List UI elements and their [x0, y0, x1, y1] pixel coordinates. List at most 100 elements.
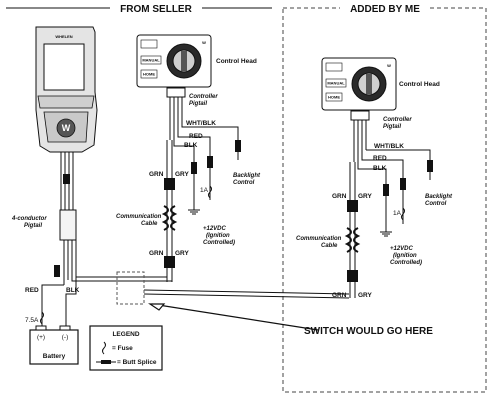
header-from-seller-text: FROM SELLER	[120, 4, 192, 15]
harness-butt-splice	[63, 174, 70, 184]
ch2-backlight-butt-splice	[427, 160, 433, 172]
pigtail-line-2: Pigtail	[24, 223, 42, 229]
control-head-1-home-button	[140, 69, 158, 79]
ch1-ign-line-2: (Ignition	[206, 233, 230, 239]
cable-2-label: Communication Cable	[296, 236, 343, 249]
ch1-blk-label: BLK	[184, 142, 198, 149]
ch2-fuse-icon	[401, 207, 405, 221]
legend-fuse-icon	[102, 341, 106, 355]
ch2-backlight-line-1: Backlight	[425, 194, 453, 200]
cable-1-gry-upper: GRY	[175, 171, 190, 178]
battery-plus-label: (+)	[37, 334, 45, 341]
control-head-1-home-label: HOME	[143, 72, 155, 77]
legend-title: LEGEND	[112, 331, 139, 338]
header-from-seller: FROM SELLER	[6, 4, 272, 15]
pigtail-line-1: 4-conductor	[11, 216, 47, 222]
battery	[29, 329, 79, 365]
control-head-1-pigtail: Controller Pigtail WHT/BLK Backlight Con…	[166, 87, 262, 246]
switch-arrow	[151, 303, 319, 331]
header-added-by-me-text: ADDED BY ME	[350, 4, 420, 15]
control-head-1-brand: W	[202, 40, 206, 45]
blk-wire-label: BLK	[66, 287, 80, 294]
whelen-emblem-letter: W	[62, 123, 71, 133]
ch2-backlight-line-2: Control	[425, 201, 447, 207]
ch1-ign-line-1: +12VDC	[203, 226, 227, 232]
cable-1-grn-upper: GRN	[149, 171, 164, 178]
ch1-backlight-line-2: Control	[233, 180, 255, 186]
cable-2-twisted-pair-icon	[344, 227, 352, 253]
whelen-logo-text: WHELEN	[55, 34, 72, 39]
battery-label: Battery	[43, 353, 66, 360]
battery-minus-label: (-)	[62, 334, 69, 341]
cable-1-grn-lower: GRN	[149, 250, 164, 257]
ch2-fuse-1a-label: 1A	[393, 210, 402, 217]
legend: LEGEND = Fuse = Butt Splice	[89, 325, 163, 371]
ch1-wht-blk-label: WHT/BLK	[186, 120, 216, 127]
control-head-2-pigtail-label: Controller Pigtail	[383, 117, 413, 130]
cable-1-upper-butt-splice	[164, 178, 175, 190]
legend-butt-splice-label: = Butt Splice	[117, 359, 157, 366]
ch1-red-label: RED	[189, 133, 203, 140]
cable-1-line-2: Cable	[141, 221, 158, 227]
ch2-ign-line-1: +12VDC	[390, 246, 414, 252]
ch1-ignition-label: +12VDC (Ignition Controlled)	[203, 226, 235, 246]
legend-butt-splice-icon	[101, 360, 111, 364]
ch1-red-butt-splice	[207, 156, 213, 168]
cable-1-twisted-pair-icon	[161, 205, 169, 231]
cable-1-lower-butt-splice	[164, 256, 175, 268]
cable-2-upper-butt-splice	[347, 200, 358, 212]
cable-2-gry-lower: GRY	[358, 292, 373, 299]
control-head-2: MANUAL HOME W Control Head	[321, 57, 440, 111]
ch2-wht-blk-label: WHT/BLK	[374, 143, 404, 150]
ch1-fuse-icon	[208, 185, 212, 199]
whelen-emblem-icon	[56, 118, 76, 138]
switch-location-box	[116, 271, 145, 305]
fuse-7-5a-label: 7.5A	[25, 317, 39, 324]
ch2-pigtail-line-1: Controller	[383, 117, 412, 123]
cable-2-grn-upper: GRN	[332, 193, 347, 200]
ch1-backlight-butt-splice	[235, 140, 241, 152]
siren-amplifier-unit: WHELEN W	[35, 26, 98, 153]
ch2-ignition-label: +12VDC (Ignition Controlled)	[390, 246, 422, 266]
four-conductor-pigtail-label: 4-conductor Pigtail	[11, 216, 48, 229]
ch1-backlight-label: Backlight Control	[233, 173, 262, 186]
control-head-2-manual-button	[325, 78, 347, 88]
switch-note: SWITCH WOULD GO HERE	[148, 303, 433, 337]
cable-1-gry-lower: GRY	[175, 250, 190, 257]
control-head-1-manual-label: MANUAL	[142, 58, 160, 63]
legend-fuse-label: = Fuse	[112, 345, 133, 352]
cable-2-grn-lower: GRN	[332, 292, 347, 299]
control-head-1: MANUAL HOME W Control Head	[136, 34, 257, 88]
ch2-red-label: RED	[373, 155, 387, 162]
switch-note-text: SWITCH WOULD GO HERE	[304, 326, 433, 337]
control-head-2-home-button	[325, 92, 343, 102]
cable-2-line-1: Communication	[296, 236, 342, 242]
ch2-red-butt-splice	[400, 178, 406, 190]
header-added-by-me: ADDED BY ME	[282, 4, 487, 393]
control-head-2-pigtail: Controller Pigtail WHT/BLK Backlight Con…	[350, 110, 453, 266]
control-head-2-manual-label: MANUAL	[327, 81, 345, 86]
battery-feed-butt-splice	[54, 265, 60, 277]
ch2-pigtail-line-2: Pigtail	[383, 124, 401, 130]
control-head-2-home-label: HOME	[328, 95, 340, 100]
ch1-ign-line-3: Controlled)	[203, 240, 235, 246]
red-wire-label: RED	[25, 287, 39, 294]
cable-2-lower-butt-splice	[347, 270, 358, 282]
control-head-1-title: Control Head	[216, 58, 257, 65]
ch2-blk-label: BLK	[373, 165, 387, 172]
cable-2-gry-upper: GRY	[358, 193, 373, 200]
control-head-1-pigtail-label: Controller Pigtail	[189, 94, 219, 107]
ch1-pigtail-line-2: Pigtail	[189, 101, 207, 107]
control-head-1-top-button	[140, 39, 158, 49]
switch-arrow-head-icon	[148, 303, 166, 311]
cable-2-line-2: Cable	[321, 243, 338, 249]
battery-wiring: RED BLK 7.5A (+) (-) Battery	[25, 265, 80, 365]
ch2-ign-line-2: (Ignition	[393, 253, 417, 259]
communication-cable-1: GRN GRY GRN GRY Communication Cable	[116, 140, 190, 282]
control-head-2-top-button	[325, 62, 343, 72]
control-head-1-manual-button	[140, 55, 162, 65]
battery-fuse-icon	[40, 311, 44, 325]
ch1-backlight-line-1: Backlight	[233, 173, 261, 179]
ch2-ign-line-3: Controlled)	[390, 260, 422, 266]
